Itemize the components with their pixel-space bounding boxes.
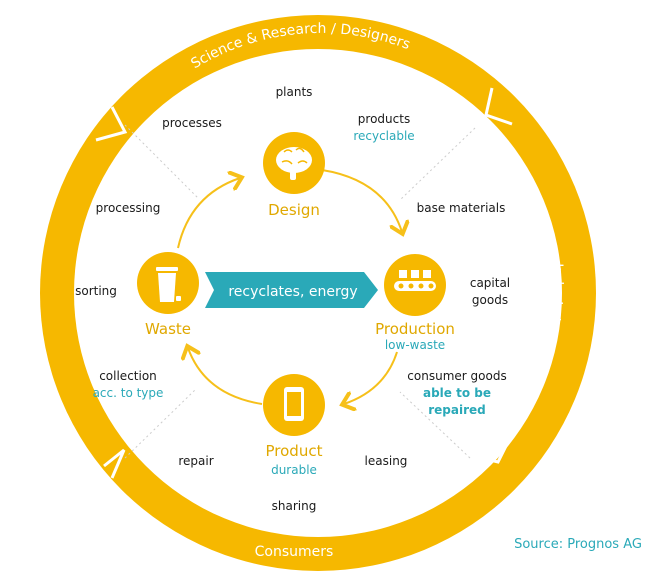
product-label: Product xyxy=(266,442,323,460)
ring-separators xyxy=(95,87,513,479)
production-label: Production xyxy=(375,320,455,338)
product-sub: durable xyxy=(271,463,317,477)
waste-node: Waste xyxy=(137,252,199,338)
label-able-to-be: able to be xyxy=(423,386,491,400)
product-node: Product durable xyxy=(263,374,325,477)
production-node: Production low-waste xyxy=(375,254,455,352)
production-sub: low-waste xyxy=(385,338,445,352)
source-credit: Source: Prognos AG xyxy=(514,537,642,552)
label-repair: repair xyxy=(178,454,213,468)
label-sorting: sorting xyxy=(75,284,117,298)
label-plants: plants xyxy=(276,85,313,99)
arrow-waste-to-design xyxy=(177,178,240,249)
smartphone-icon xyxy=(284,387,304,421)
waste-label: Waste xyxy=(145,320,191,338)
arrow-design-to-production xyxy=(321,169,402,232)
center-arrow-label: recyclates, energy xyxy=(228,284,357,300)
label-processing: processing xyxy=(96,201,161,215)
label-leasing: leasing xyxy=(365,454,408,468)
design-node: Design xyxy=(263,132,325,219)
ring-label-left: Circular Economy xyxy=(26,231,42,354)
label-capital: capital xyxy=(470,276,510,290)
ring-label-bottom: Consumers xyxy=(255,544,334,560)
brain-icon xyxy=(276,147,312,180)
design-label: Design xyxy=(268,201,320,219)
label-sharing: sharing xyxy=(272,499,317,513)
cycle-arrows xyxy=(177,169,402,405)
label-products: products xyxy=(358,112,410,126)
conveyor-icon xyxy=(394,270,436,291)
center-arrow-shape xyxy=(205,272,378,308)
label-processes: processes xyxy=(162,116,222,130)
trash-bin-icon xyxy=(156,267,181,302)
label-goods: goods xyxy=(472,293,508,307)
arrow-product-to-waste xyxy=(188,348,263,405)
label-consumer-goods: consumer goods xyxy=(407,369,506,383)
label-collection: collection xyxy=(99,369,157,383)
ring-label-right: Industry xyxy=(549,263,565,321)
dotted-guides xyxy=(124,124,476,459)
label-repaired: repaired xyxy=(428,403,486,417)
arrow-production-to-product xyxy=(344,351,398,404)
label-recyclable: recyclable xyxy=(353,129,414,143)
label-base-materials: base materials xyxy=(417,201,506,215)
label-acc-to-type: acc. to type xyxy=(93,386,164,400)
